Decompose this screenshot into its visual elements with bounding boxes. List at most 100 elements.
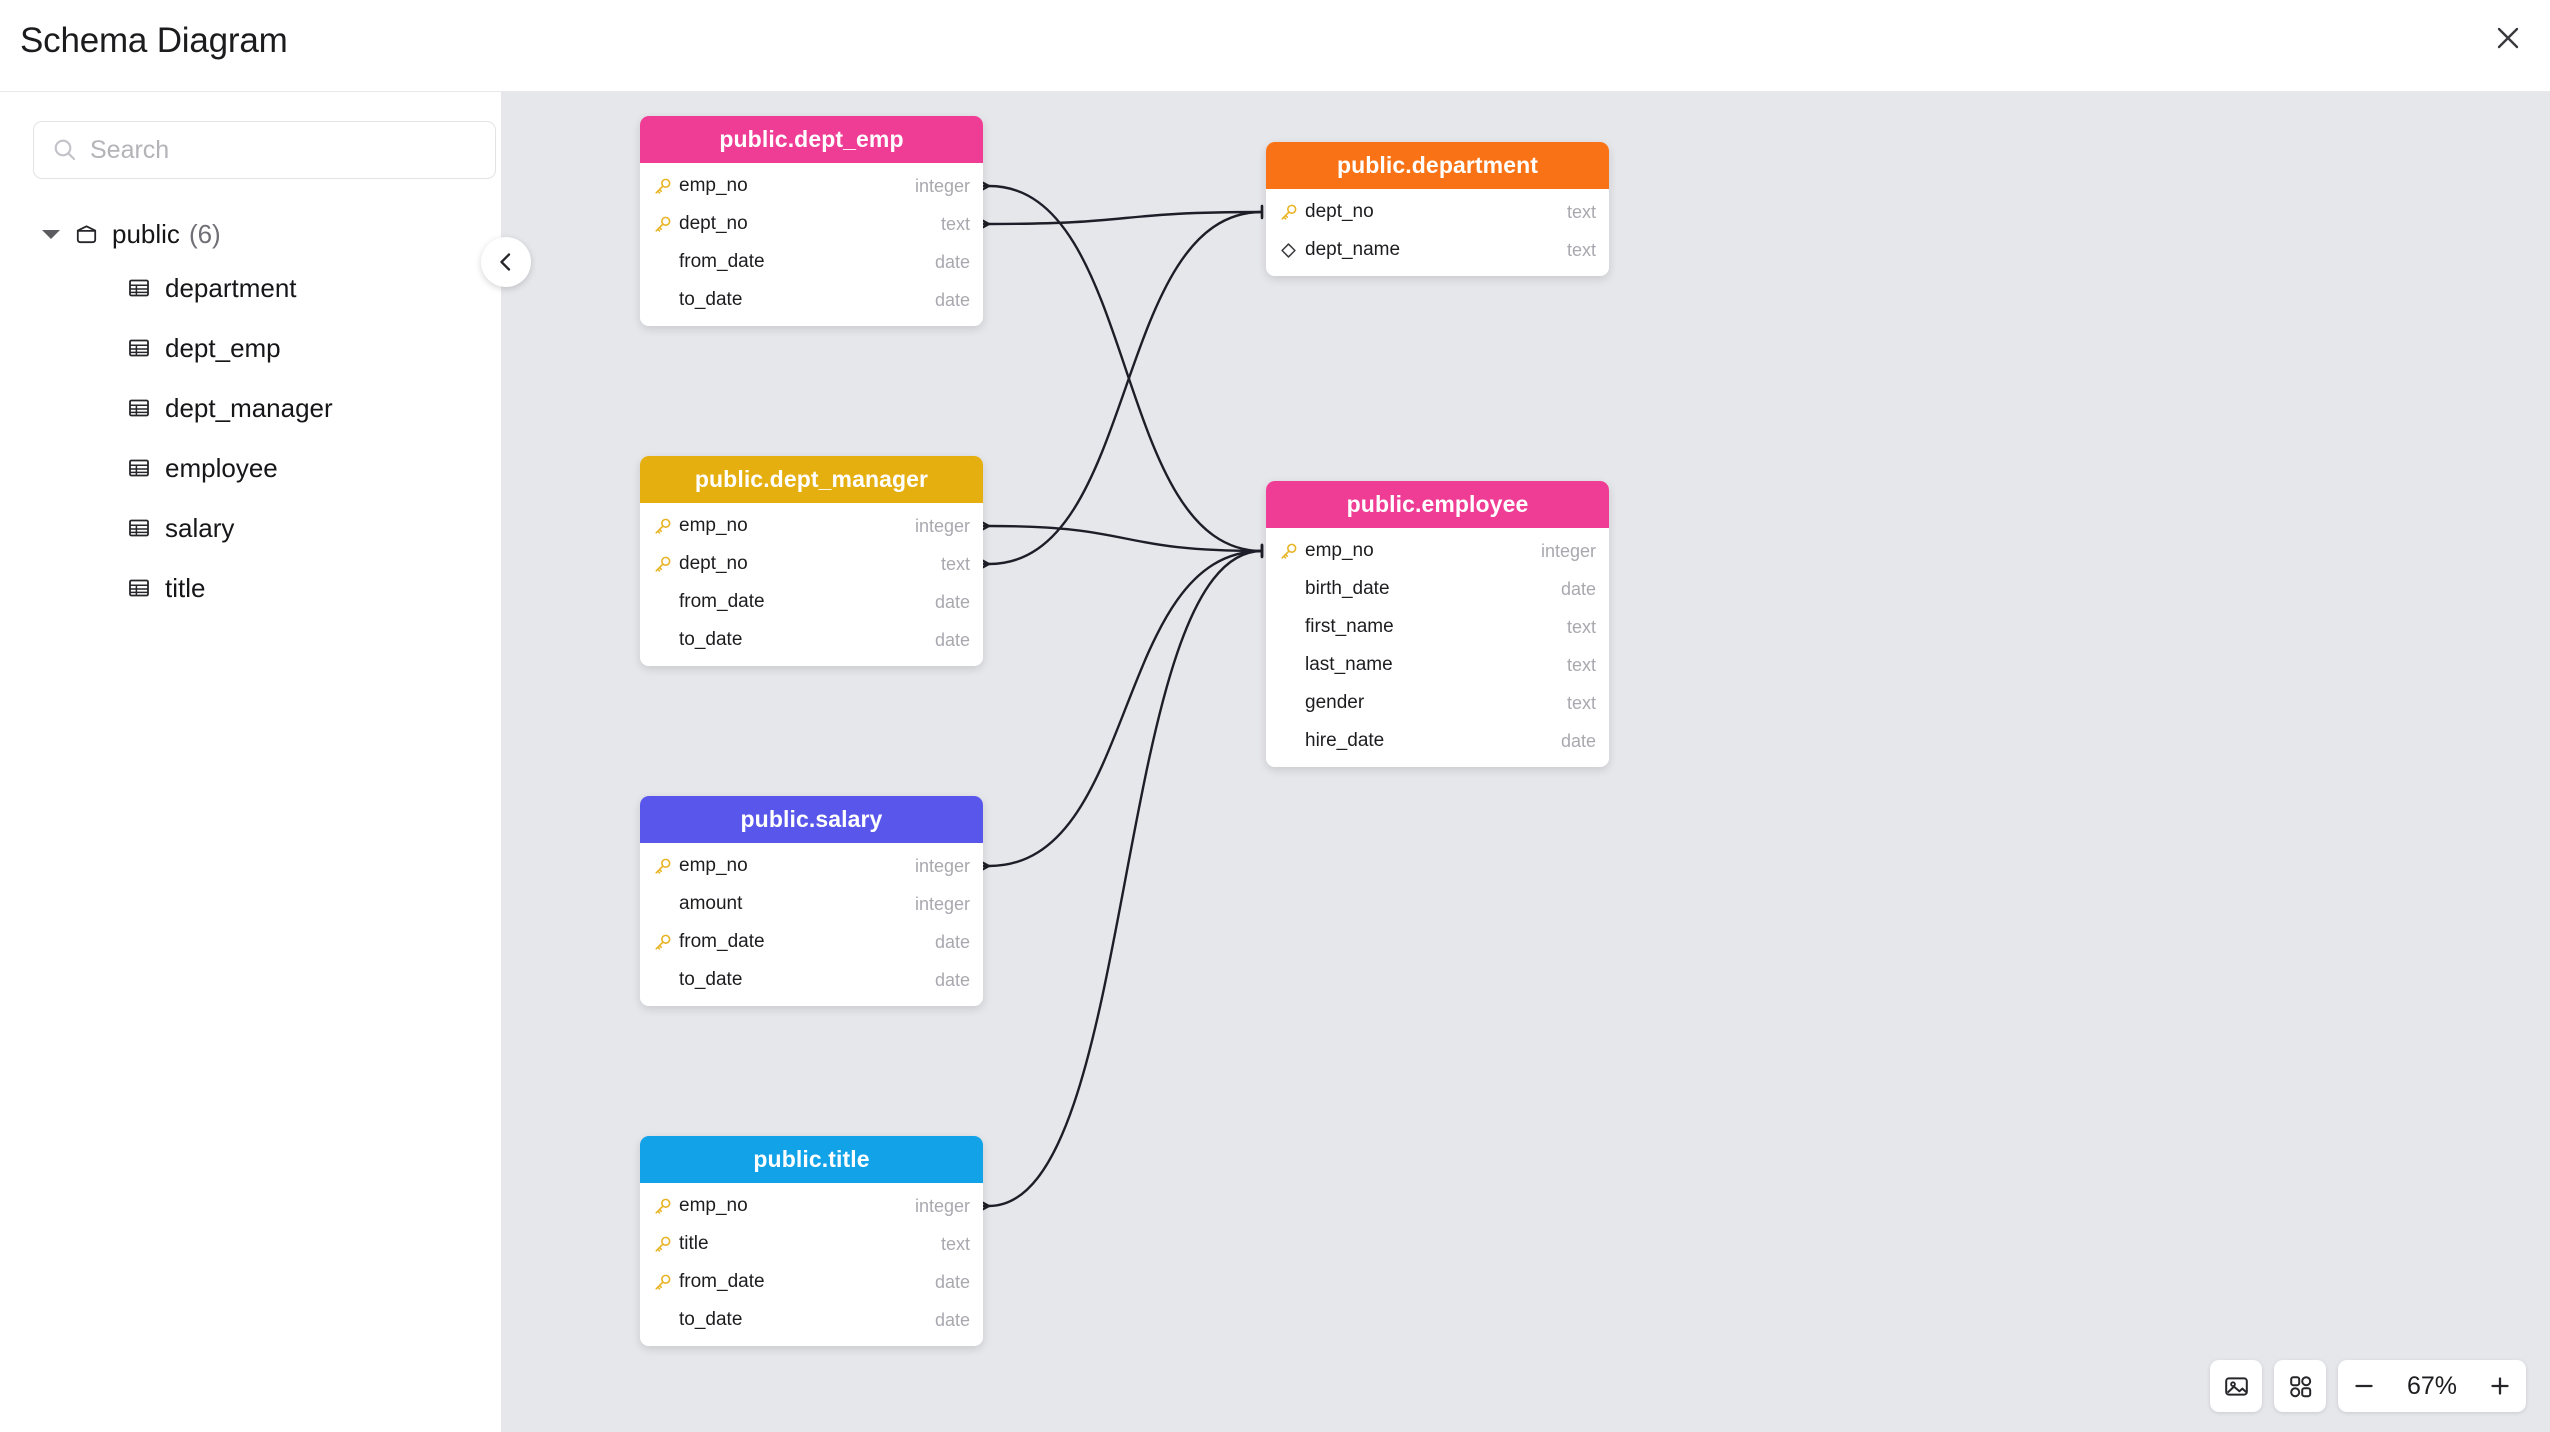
close-button[interactable] <box>2480 10 2536 66</box>
column-type: integer <box>914 1195 970 1216</box>
column-row[interactable]: dept_no text <box>1266 193 1609 231</box>
column-name: from_date <box>679 931 765 952</box>
column-type: date <box>934 289 970 310</box>
auto-layout-button[interactable] <box>2274 1360 2326 1412</box>
column-name: dept_no <box>679 213 748 234</box>
key-icon <box>651 857 673 876</box>
column-row[interactable]: dept_name text <box>1266 231 1609 269</box>
grid-layout-icon <box>2289 1375 2311 1397</box>
column-type: text <box>1566 239 1596 260</box>
image-icon <box>2224 1376 2248 1396</box>
zoom-control-group: 67% <box>2338 1360 2526 1412</box>
tree-item-table-department[interactable]: department <box>0 258 502 318</box>
column-type: text <box>1566 692 1596 713</box>
column-type: date <box>934 591 970 612</box>
table-icon <box>127 576 151 600</box>
column-name: birth_date <box>1305 578 1390 599</box>
tree-item-label: salary <box>165 512 235 543</box>
schema-name: public <box>112 218 180 249</box>
tree-item-label: dept_manager <box>165 392 333 423</box>
collapse-sidebar-button[interactable] <box>481 237 531 287</box>
column-type: text <box>1566 616 1596 637</box>
tree-item-table-dept_emp[interactable]: dept_emp <box>0 318 502 378</box>
column-type: text <box>1566 201 1596 222</box>
column-name: to_date <box>679 289 743 310</box>
column-type: text <box>940 1233 970 1254</box>
key-icon <box>651 1197 673 1216</box>
column-type: date <box>934 629 970 650</box>
column-type: integer <box>914 175 970 196</box>
tree-item-table-salary[interactable]: salary <box>0 498 502 558</box>
key-icon <box>651 177 673 196</box>
column-name: from_date <box>679 251 765 272</box>
table-icon <box>127 276 151 300</box>
column-name: amount <box>679 893 743 914</box>
key-icon <box>651 517 673 536</box>
tree-item-table-dept_manager[interactable]: dept_manager <box>0 378 502 438</box>
schema-table-count: (6) <box>188 218 221 249</box>
table-node-header: public.salary <box>640 796 983 843</box>
page-title: Schema Diagram <box>20 21 288 60</box>
minus-icon <box>2355 1384 2373 1388</box>
zoom-out-button[interactable] <box>2338 1360 2390 1412</box>
search-input[interactable] <box>90 135 495 165</box>
column-row[interactable]: to_date date <box>640 621 983 659</box>
column-name: from_date <box>679 1271 765 1292</box>
column-name: emp_no <box>679 515 748 536</box>
header-bar: Schema Diagram <box>0 0 2550 92</box>
canvas-toolbar: 67% <box>2210 1360 2526 1412</box>
key-icon <box>1277 203 1299 222</box>
tree-item-table-employee[interactable]: employee <box>0 438 502 498</box>
column-name: to_date <box>679 629 743 650</box>
table-icon <box>127 396 151 420</box>
column-name: dept_no <box>1305 201 1374 222</box>
table-node-header: public.department <box>1266 142 1609 189</box>
zoom-in-button[interactable] <box>2474 1360 2526 1412</box>
table-icon <box>127 336 151 360</box>
search-box[interactable] <box>33 121 496 179</box>
tree-item-table-title[interactable]: title <box>0 558 502 618</box>
tree-item-label: employee <box>165 452 278 483</box>
relationship-edge <box>988 524 1263 553</box>
column-type: text <box>1566 654 1596 675</box>
database-schema-icon <box>74 222 99 247</box>
column-name: dept_name <box>1305 239 1401 260</box>
column-row[interactable]: to_date date <box>640 281 983 319</box>
chevron-down-icon[interactable] <box>42 229 60 239</box>
tree-item-schema-public[interactable]: public (6) <box>0 210 502 258</box>
chevron-left-icon <box>500 253 511 271</box>
column-type: date <box>934 969 970 990</box>
export-image-button[interactable] <box>2210 1360 2262 1412</box>
